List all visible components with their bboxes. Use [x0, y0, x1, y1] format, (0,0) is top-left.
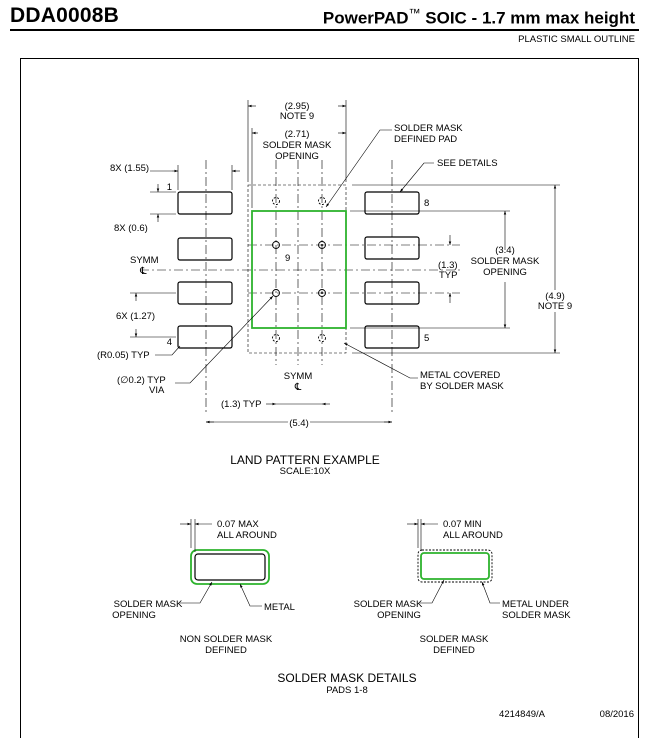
smd-pad-leader: [325, 129, 392, 208]
drawing-frame: [20, 58, 639, 738]
nsmd-gap-l1: 0.07 MAX: [217, 519, 259, 530]
dim-via-pitch-y-typ: TYP: [439, 270, 457, 281]
right-pads: [364, 191, 420, 349]
pad-5: [364, 325, 420, 349]
nsmd-opening-l1: SOLDER MASK: [114, 599, 183, 610]
dim-via-label: VIA: [149, 385, 165, 396]
pad-1: [177, 191, 233, 215]
dim-2-71: (2.71): [285, 129, 310, 140]
pad-2: [177, 237, 233, 261]
cl-bottom: ℄: [294, 382, 302, 393]
via-solid-1: [272, 241, 280, 249]
dim-via-dia: (∅0.2) TYP: [117, 375, 166, 386]
left-pads: [177, 191, 233, 349]
smd-detail: [407, 519, 500, 604]
via-solid-2: [318, 241, 326, 249]
dim-body-height: (4.9): [545, 291, 565, 302]
centerlines: [140, 160, 460, 412]
package-title: PowerPAD™ SOIC - 1.7 mm max height: [323, 6, 635, 29]
smd-opening-l2: OPENING: [377, 610, 421, 621]
metal-covered-leader: [343, 342, 418, 379]
dim-mask-height: (3.4): [495, 245, 515, 256]
land-pattern-scale: SCALE:10X: [280, 466, 331, 477]
smd-metal-l2: SOLDER MASK: [502, 610, 571, 621]
pad-7: [364, 236, 420, 260]
metal-covered-l1: METAL COVERED: [420, 370, 500, 381]
pad-length-dim: [150, 165, 240, 190]
via-solid-3: [272, 289, 280, 297]
dim-2-71-l2: SOLDER MASK: [263, 140, 332, 151]
land-pattern-drawing: 1 4 5 8 9 (2.95) NOTE 9 (2.71) SOLDER MA…: [97, 100, 634, 720]
land-pattern-caption: LAND PATTERN EXAMPLE: [230, 453, 380, 467]
smd-gap-l1: 0.07 MIN: [443, 519, 482, 530]
trademark-symbol: ™: [408, 6, 421, 20]
dim-pad-length: 8X (1.55): [110, 163, 149, 174]
drawing-number: 4214849/A: [499, 709, 546, 720]
via-solid-4: [318, 289, 326, 297]
package-prefix: PowerPAD: [322, 8, 409, 28]
symm-left: SYMM: [130, 255, 159, 266]
metal-covered-l2: BY SOLDER MASK: [420, 381, 504, 392]
smd-opening-l1: SOLDER MASK: [354, 599, 423, 610]
nsmd-metal: METAL: [264, 602, 295, 613]
via-leader: [175, 295, 274, 384]
body-height-dim: [352, 184, 560, 354]
dim-pad-width: 8X (0.6): [114, 223, 148, 234]
dim-note9-top: NOTE 9: [280, 111, 314, 122]
smd-pad-l1: SOLDER MASK: [394, 123, 463, 134]
dim-via-pitch-y: (1.3): [438, 260, 458, 271]
details-subtitle: PADS 1-8: [326, 685, 368, 696]
dim-body-height-note: NOTE 9: [538, 301, 572, 312]
pitch-dim: [130, 292, 176, 338]
dim-mask-height-l2: SOLDER MASK: [471, 256, 540, 267]
pad-4: [177, 325, 233, 349]
via-covered-2: [318, 197, 326, 205]
via-covered-1: [272, 197, 280, 205]
dim-mask-height-l3: OPENING: [483, 267, 527, 278]
via-covered-3: [272, 334, 280, 342]
smd-caption-l2: DEFINED: [433, 645, 475, 656]
thermal-pad: [251, 210, 347, 329]
radius-leader: [155, 345, 181, 356]
smd-gap-l2: ALL AROUND: [443, 530, 503, 541]
vias: [272, 197, 326, 342]
symm-bottom: SYMM: [284, 371, 313, 382]
pad-6: [364, 281, 420, 305]
cl-left: ℄: [139, 266, 147, 277]
pad-8: [364, 191, 420, 215]
header-rule: [10, 29, 639, 31]
nsmd-opening-l2: OPENING: [112, 610, 156, 621]
mask-height-dim: [350, 210, 510, 329]
nsmd-caption-l1: NON SOLDER MASK: [180, 634, 273, 645]
pad-3: [177, 281, 233, 305]
smd-metal-l1: METAL UNDER: [502, 599, 569, 610]
smd-pad-l2: DEFINED PAD: [394, 134, 457, 145]
dim-2-71-l3: OPENING: [275, 151, 319, 162]
via-covered-4: [318, 334, 326, 342]
details-title: SOLDER MASK DETAILS: [277, 671, 416, 685]
dim-radius: (R0.05) TYP: [97, 350, 150, 361]
pin-8-label: 8: [424, 198, 429, 209]
pin-4-label: 4: [167, 337, 172, 348]
dim-pitch: 6X (1.27): [116, 311, 155, 322]
top-dimensions: [247, 100, 347, 208]
pin-5-label: 5: [424, 333, 429, 344]
nsmd-gap-l2: ALL AROUND: [217, 530, 277, 541]
smd-caption-l1: SOLDER MASK: [420, 634, 489, 645]
package-suffix: SOIC - 1.7 mm max height: [420, 8, 635, 28]
document-id: DDA0008B: [10, 4, 119, 27]
dim-via-pitch-x: (1.3) TYP: [221, 399, 261, 410]
see-details-leader: [399, 162, 434, 193]
drawing-date: 08/2016: [600, 709, 634, 720]
pin-1-label: 1: [167, 182, 172, 193]
nsmd-caption-l2: DEFINED: [205, 645, 247, 656]
package-subtitle: PLASTIC SMALL OUTLINE: [518, 34, 635, 45]
pad-width-dim: [150, 184, 176, 222]
nsmd-detail: [180, 519, 270, 607]
dim-overall: (5.4): [289, 418, 309, 429]
pin-9-label: 9: [285, 253, 290, 264]
see-details: SEE DETAILS: [437, 158, 498, 169]
dim-2-95: (2.95): [285, 101, 310, 112]
